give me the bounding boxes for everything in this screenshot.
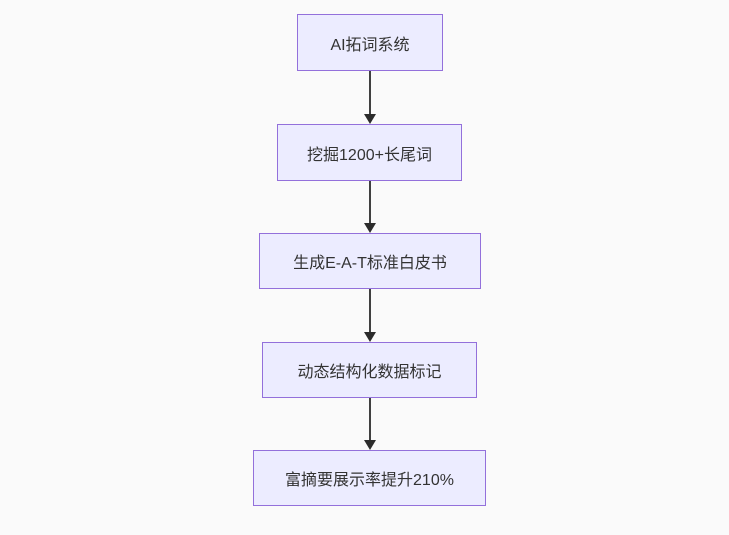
arrow-line [369, 181, 371, 224]
flow-node-ai-word-expansion: AI拓词系统 [297, 14, 443, 71]
flow-node-longtail-mining: 挖掘1200+长尾词 [277, 124, 462, 181]
flow-node-label: 挖掘1200+长尾词 [307, 146, 432, 164]
arrow-line [369, 289, 371, 333]
arrowhead-down-icon [364, 114, 376, 124]
flow-node-label: AI拓词系统 [330, 36, 410, 54]
flow-node-rich-snippet-result: 富摘要展示率提升210% [253, 450, 486, 506]
arrowhead-down-icon [364, 332, 376, 342]
flow-node-label: 富摘要展示率提升210% [285, 472, 454, 489]
flow-node-structured-data-markup: 动态结构化数据标记 [262, 342, 477, 398]
arrow-line [369, 71, 371, 115]
flow-arrow-down-1 [364, 71, 376, 124]
flow-arrow-down-4 [364, 398, 376, 450]
arrowhead-down-icon [364, 440, 376, 450]
flow-arrow-down-2 [364, 181, 376, 233]
arrow-line [369, 398, 371, 441]
flow-arrow-down-3 [364, 289, 376, 342]
flow-node-eat-whitepaper: 生成E-A-T标准白皮书 [259, 233, 481, 289]
arrowhead-down-icon [364, 223, 376, 233]
flow-node-label: 动态结构化数据标记 [297, 364, 442, 381]
flow-node-label: 生成E-A-T标准白皮书 [293, 255, 447, 272]
